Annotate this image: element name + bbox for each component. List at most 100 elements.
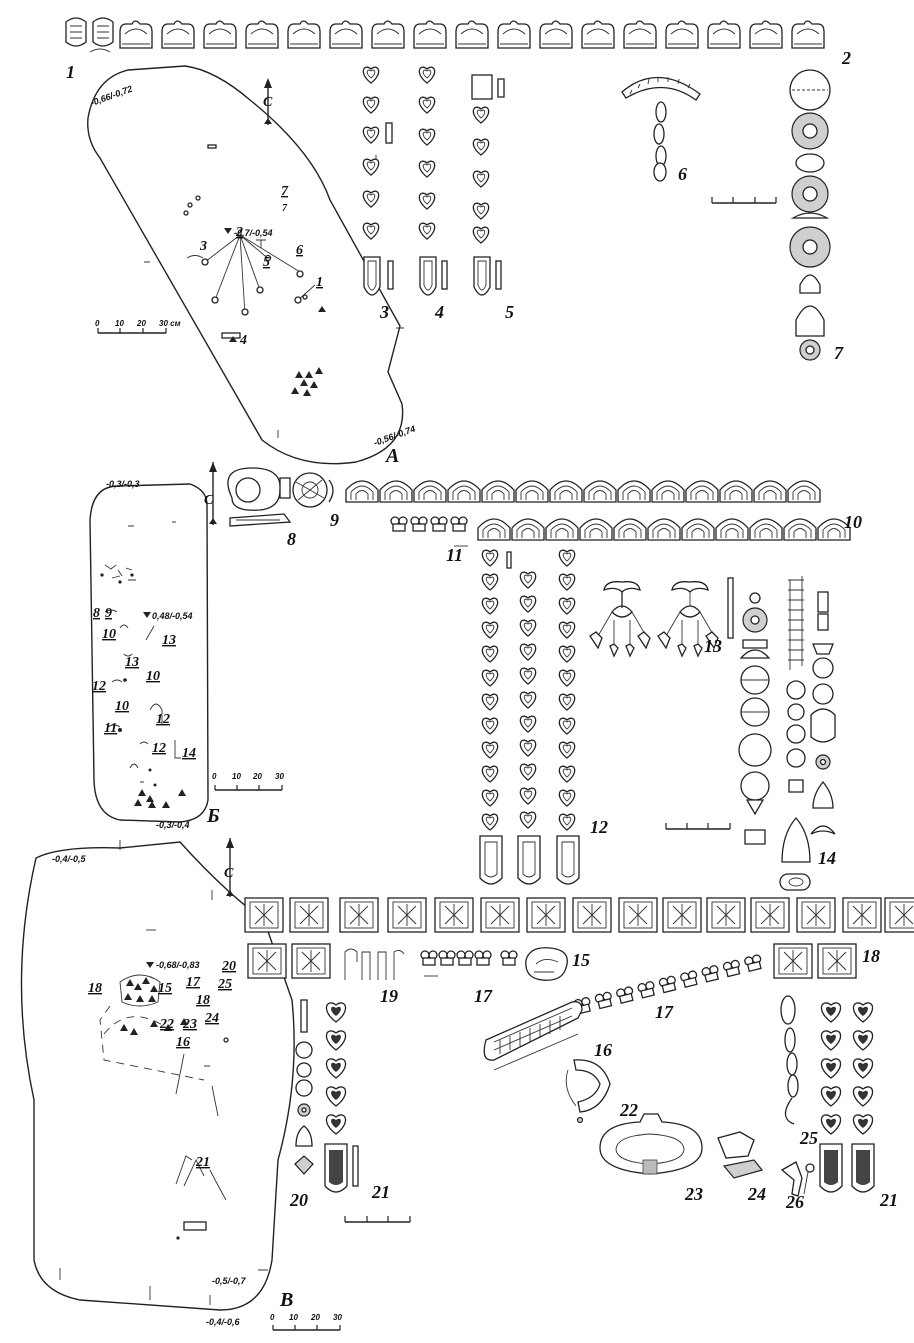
label-17a: 17 xyxy=(474,986,493,1006)
artifact-15-buckle xyxy=(525,947,568,981)
grave-a-plan-marker-7: 7 xyxy=(282,203,288,214)
grave-v-scale-0: 0 xyxy=(270,1313,275,1322)
label-2: 2 xyxy=(841,48,851,68)
grave-b-depth-center: 0,48/-0,54 xyxy=(152,611,193,621)
grave-b-plan-label-12b: 12 xyxy=(156,712,170,727)
small-plaques-11 xyxy=(390,516,468,547)
scale-bar-row3 xyxy=(344,1216,411,1223)
grave-b-plan-label-10b: 10 xyxy=(146,669,160,684)
grave-v-plan-label-16: 16 xyxy=(176,1035,190,1050)
grave-v-scale-30: 30 xyxy=(333,1313,342,1322)
grave-a-scale-10: 10 xyxy=(115,319,124,328)
heart-chain-21-right xyxy=(819,1002,875,1193)
grave-v-letter: В xyxy=(279,1289,293,1311)
grave-b-letter: Б xyxy=(206,805,220,827)
label-24: 24 xyxy=(747,1184,766,1204)
grave-a-scale-30: 30 см xyxy=(159,319,181,328)
label-6: 6 xyxy=(678,164,687,184)
artifact-14-beads xyxy=(665,576,836,891)
grave-a-letter: А xyxy=(384,445,399,467)
grave-a-north: С xyxy=(263,95,273,110)
artifact-13-pendants xyxy=(589,577,734,658)
grave-b-north: С xyxy=(204,493,214,508)
label-9: 9 xyxy=(330,510,339,530)
artifact-24-fragment xyxy=(717,1131,764,1179)
grave-v-plan-label-20: 20 xyxy=(221,959,236,974)
grave-v-plan-label-15: 15 xyxy=(158,981,172,996)
grave-b-plan-label-13a: 13 xyxy=(162,633,176,648)
artifact-25-chain xyxy=(780,995,799,1125)
grave-b-scale-0: 0 xyxy=(212,772,217,781)
grave-v-plan-label-18b: 18 xyxy=(196,993,210,1008)
artifact-23-torque xyxy=(599,1113,703,1175)
label-22: 22 xyxy=(619,1100,638,1120)
label-26: 26 xyxy=(785,1192,804,1212)
grave-a-plan-label-4: 4 xyxy=(239,333,247,348)
heart-chains-3-4-5 xyxy=(362,66,505,296)
belt-set-1-2 xyxy=(65,17,825,53)
grave-a-depth-top: -0,66/-0,72 xyxy=(89,84,133,108)
label-1: 1 xyxy=(66,62,75,82)
label-7: 7 xyxy=(834,343,844,363)
label-11: 11 xyxy=(446,545,463,565)
artifact-7-beads xyxy=(789,69,831,361)
grave-v-plan: С -0,4/-0,5 -0,4/-0,6 -0,5/-0,7 -0,68/-0… xyxy=(20,838,342,1331)
label-15: 15 xyxy=(572,950,590,970)
grave-v-plan-label-17: 17 xyxy=(186,975,201,990)
grave-b-plan-label-9: 9 xyxy=(105,606,112,621)
label-4: 4 xyxy=(434,302,444,322)
heart-chain-21-left xyxy=(324,1002,359,1193)
grave-b-plan-label-14: 14 xyxy=(182,746,196,761)
label-13: 13 xyxy=(704,636,722,656)
label-21b: 21 xyxy=(879,1190,898,1210)
label-10: 10 xyxy=(844,512,862,532)
artifact-26-pendant xyxy=(780,1161,815,1197)
grave-b-depth-top: -0,3/-0,3 xyxy=(106,479,140,489)
label-3: 3 xyxy=(379,302,389,322)
heart-chains-12 xyxy=(479,549,580,885)
grave-a-scale-0: 0 xyxy=(95,319,100,328)
grave-v-depth-bottom: -0,4/-0,6 xyxy=(206,1317,241,1327)
label-16: 16 xyxy=(594,1040,612,1060)
grave-v-depth-center: -0,68/-0,83 xyxy=(156,960,200,970)
grave-v-plan-label-24: 24 xyxy=(204,1011,219,1026)
grave-a-plan-label-6: 6 xyxy=(296,243,303,258)
grave-b-plan-label-8: 8 xyxy=(93,606,100,621)
grave-v-depth-side: -0,5/-0,7 xyxy=(212,1276,247,1286)
grave-b-plan-label-12a: 12 xyxy=(92,679,106,694)
grave-a-plan-label-2: 2 xyxy=(235,225,243,240)
grave-v-plan-label-25: 25 xyxy=(217,977,232,992)
grave-b-scale-30: 30 xyxy=(275,772,284,781)
grave-v-plan-label-18a: 18 xyxy=(88,981,102,996)
grave-v-plan-label-22: 22 xyxy=(159,1017,174,1032)
label-8: 8 xyxy=(287,529,296,549)
grave-a-scale-20: 20 xyxy=(136,319,146,328)
grave-v-plan-label-23: 23 xyxy=(182,1017,197,1032)
grave-b-plan: С -0,3/-0,3 -0,3/-0,4 0,48/-0,54 8 9 10 … xyxy=(89,462,284,830)
artifact-16-plate xyxy=(483,1001,583,1071)
grave-b-plan-label-13b: 13 xyxy=(125,655,139,670)
grave-b-plan-label-11: 11 xyxy=(104,721,117,736)
grave-a-depth-center: -0,7/-0,54 xyxy=(234,228,273,238)
label-25: 25 xyxy=(799,1128,818,1148)
label-21a: 21 xyxy=(371,1182,390,1202)
grave-v-depth-top: -0,4/-0,5 xyxy=(52,854,87,864)
grave-a-plan-label-7: 7 xyxy=(281,184,289,199)
artifact-20-beads xyxy=(294,999,314,1175)
grave-b-scale-20: 20 xyxy=(252,772,262,781)
artifact-8-buckle xyxy=(227,467,292,527)
grave-b-depth-bottom: -0,3/-0,4 xyxy=(156,820,190,830)
label-19: 19 xyxy=(380,986,398,1006)
grave-b-plan-label-10c: 10 xyxy=(115,699,129,714)
artifact-9-round-buckle xyxy=(292,472,334,508)
artifact-19-hooks xyxy=(344,948,405,980)
grave-a-plan-label-3: 3 xyxy=(199,239,207,254)
label-20: 20 xyxy=(289,1190,308,1210)
scale-bar-row1 xyxy=(711,197,777,204)
grave-a-plan-label-1: 1 xyxy=(316,275,323,290)
grave-v-plan-label-21: 21 xyxy=(195,1155,210,1170)
label-18: 18 xyxy=(862,946,880,966)
grave-a-plan-label-5: 5 xyxy=(263,255,270,270)
label-17b: 17 xyxy=(655,1002,674,1022)
